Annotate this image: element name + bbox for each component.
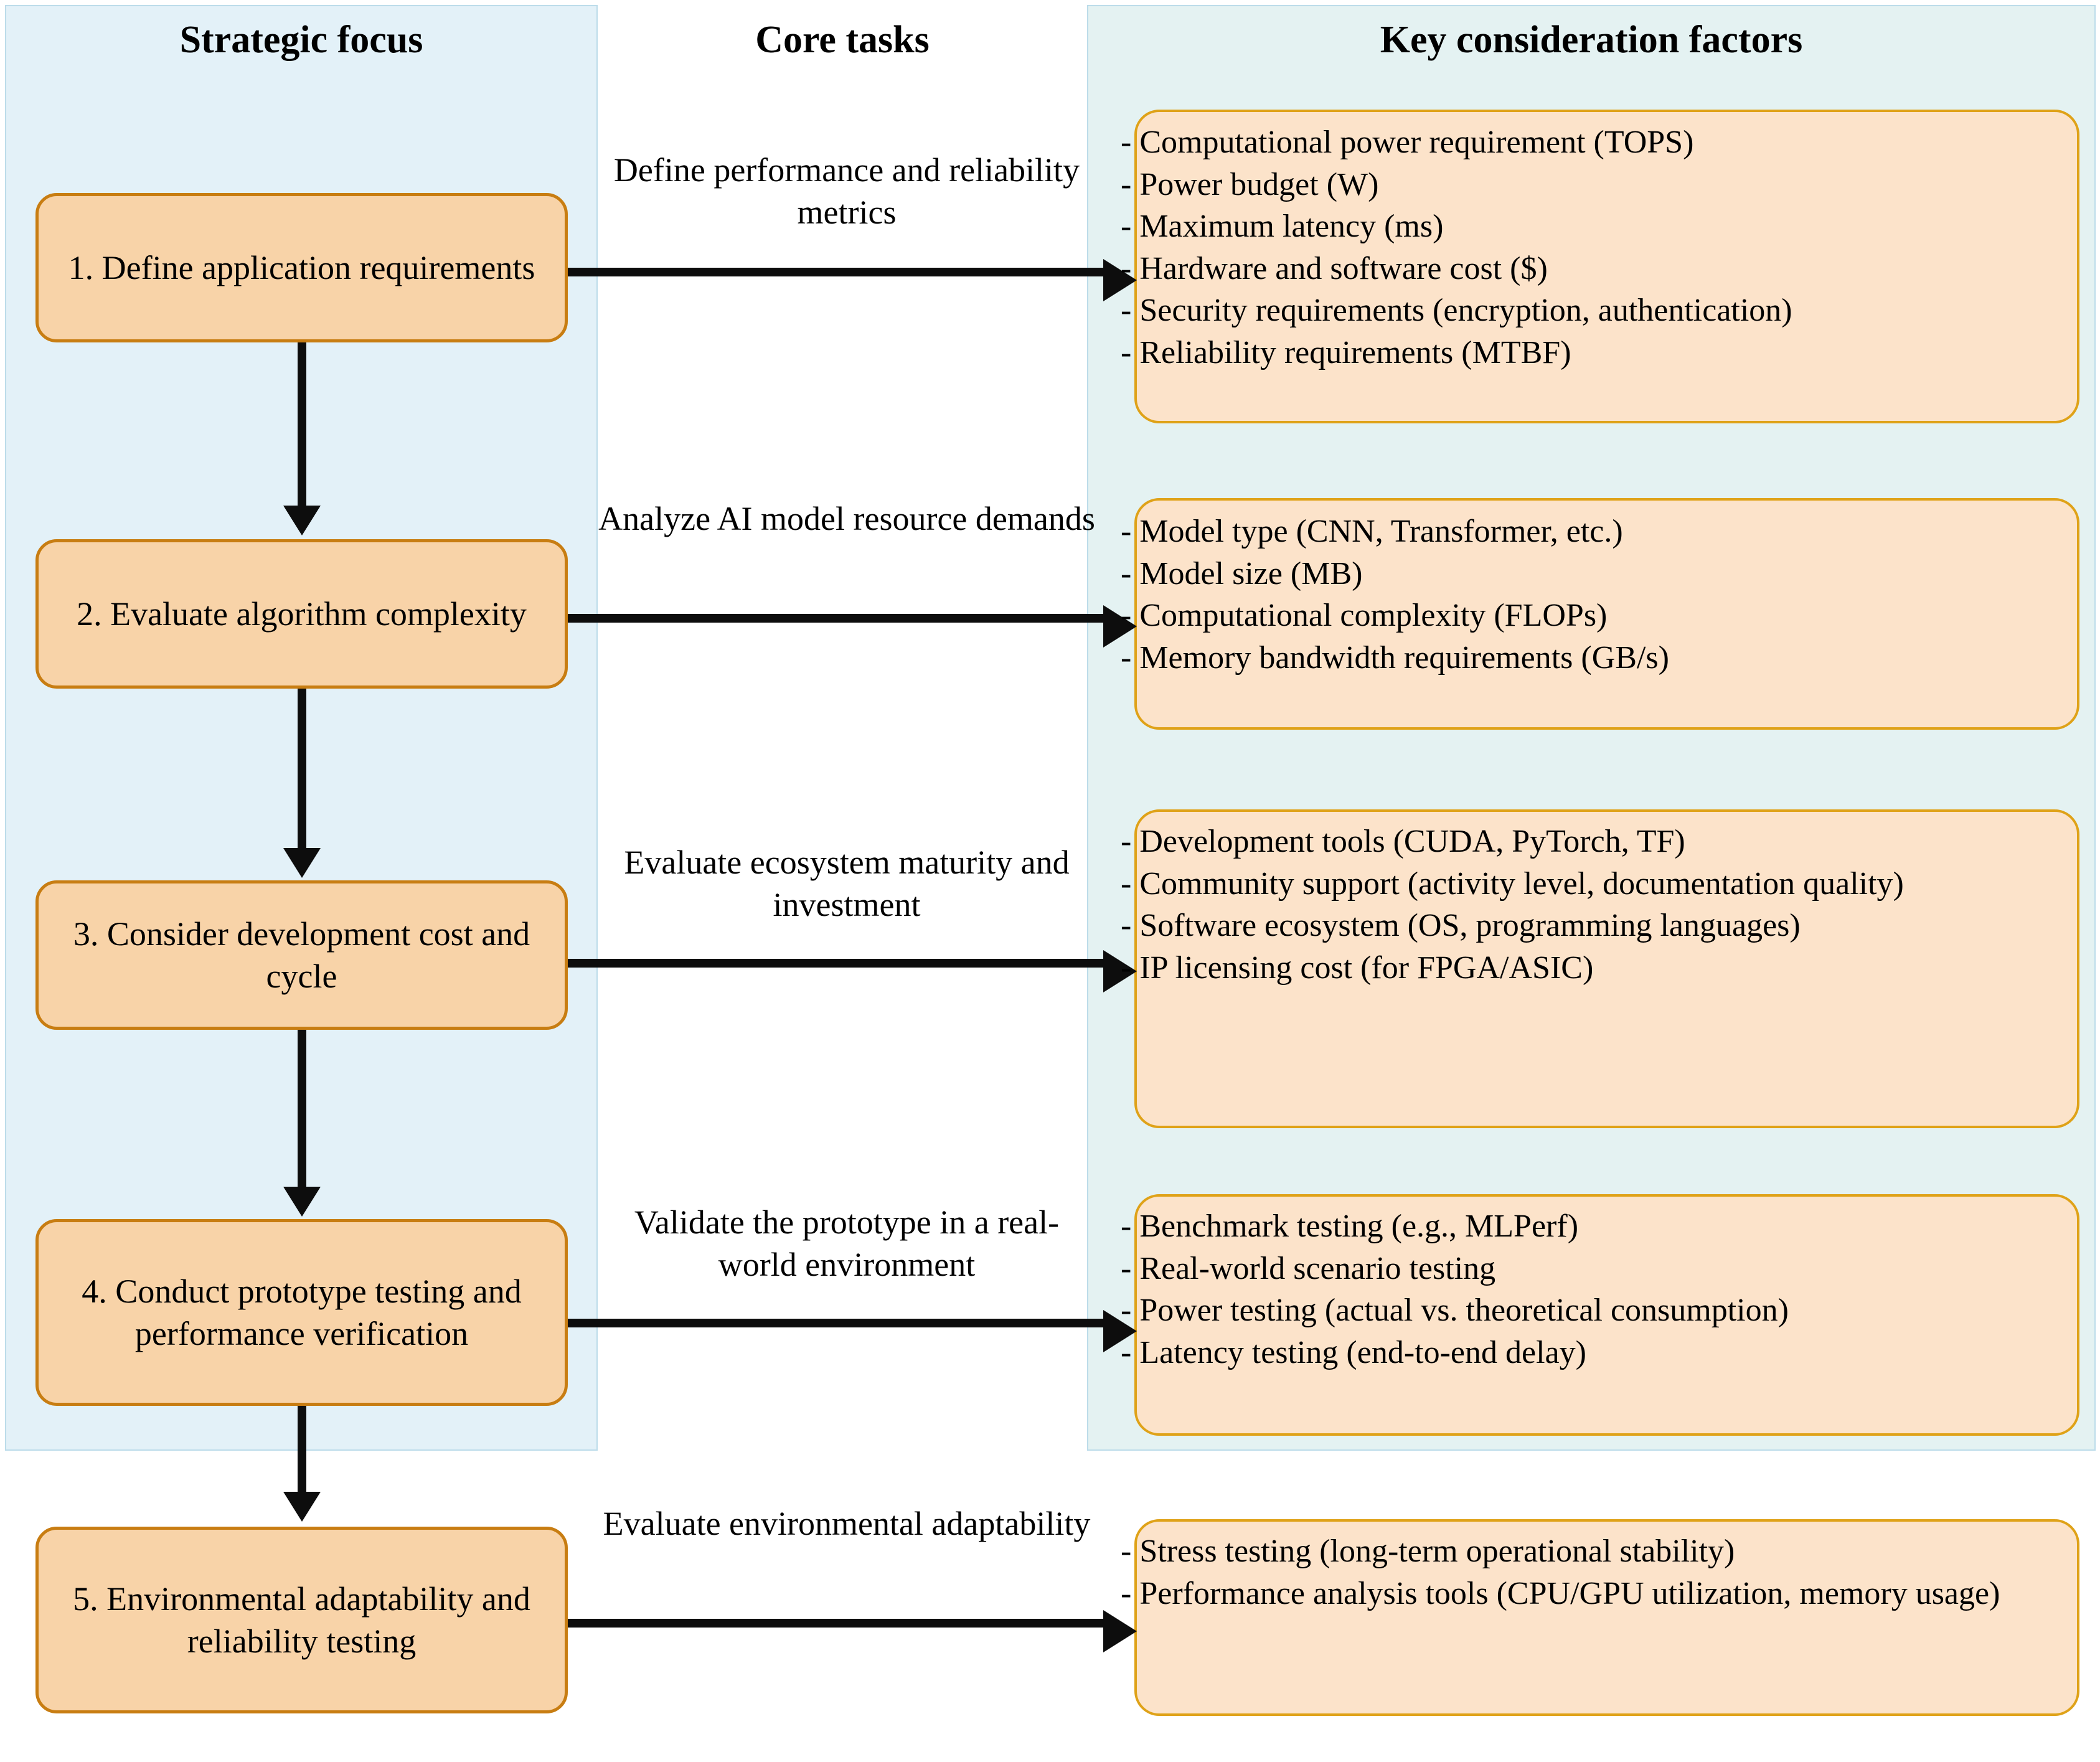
factor-item: - Software ecosystem (OS, programming la… (1121, 908, 1801, 944)
factor-item: - Power budget (W) (1121, 166, 1379, 202)
flow-arrowhead-down-3-4-icon (283, 1187, 321, 1217)
factor-item: - Memory bandwidth requirements (GB/s) (1121, 639, 1669, 676)
factor-item: - Latency testing (end-to-end delay) (1121, 1334, 1586, 1370)
factor-item: - Computational power requirement (TOPS) (1121, 125, 1694, 160)
flow-arrowhead-down-1-2-icon (283, 506, 321, 535)
focus-step-4-box[interactable]: 4. Conduct prototype testing and perform… (35, 1219, 568, 1406)
factor-item: - Reliability requirements (MTBF) (1121, 334, 1571, 370)
flow-arrowhead-right-row-2-icon (1103, 605, 1137, 648)
flow-connector-line-row-4 (568, 1319, 1108, 1327)
core-task-label-5: Evaluate environmental adaptability (603, 1505, 1091, 1542)
factor-item: - Maximum latency (ms) (1121, 209, 1444, 245)
column-header-core-tasks: Core tasks (755, 19, 930, 61)
flow-connector-line-row-5 (568, 1619, 1108, 1628)
core-task-label-4: Validate the prototype in a real-world e… (634, 1204, 1060, 1283)
factor-item: - Benchmark testing (e.g., MLPerf) (1121, 1208, 1579, 1244)
flow-arrowhead-right-row-1-icon (1103, 259, 1137, 301)
factor-item: - Real-world scenario testing (1121, 1250, 1496, 1286)
flow-arrowhead-right-row-5-icon (1103, 1610, 1137, 1652)
factor-list-5: - Stress testing (long-term operational … (1121, 1530, 2092, 1614)
factor-box-1[interactable] (1134, 110, 2079, 423)
factor-item: - Model size (MB) (1121, 555, 1363, 591)
factor-item: - Security requirements (encryption, aut… (1121, 293, 1792, 329)
factor-item: - Community support (activity level, doc… (1121, 865, 1904, 902)
factor-item: - Computational complexity (FLOPs) (1121, 598, 1608, 634)
factor-list-2: - Model type (CNN, Transformer, etc.) - M… (1121, 511, 2092, 679)
column-header-key-consideration-factors: Key consideration factors (1380, 19, 1803, 61)
flow-arrowhead-right-row-3-icon (1103, 950, 1137, 992)
factor-item: - Power testing (actual vs. theoretical … (1121, 1293, 1789, 1329)
flow-connector-line-4-5 (298, 1406, 306, 1498)
focus-step-2-box[interactable]: 2. Evaluate algorithm complexity (35, 539, 568, 689)
flow-arrowhead-right-row-4-icon (1103, 1310, 1137, 1352)
focus-step-1-box[interactable]: 1. Define application requirements (35, 193, 568, 342)
focus-step-3-box[interactable]: 3. Consider development cost and cycle (35, 880, 568, 1030)
factor-box-3[interactable] (1134, 809, 2079, 1128)
flow-connector-line-row-1 (568, 268, 1108, 276)
factor-list-4: - Benchmark testing (e.g., MLPerf) - Real… (1121, 1205, 2092, 1373)
core-task-label-3: Evaluate ecosystem maturity and investme… (624, 844, 1070, 923)
factor-item: - Development tools (CUDA, PyTorch, TF) (1121, 824, 1685, 859)
factor-item: - Hardware and software cost ($) (1121, 250, 1548, 286)
factor-item: - Stress testing (long-term operational … (1121, 1534, 1735, 1569)
factor-item: - Performance analysis tools (CPU/GPU ut… (1121, 1575, 2000, 1611)
flow-arrowhead-down-4-5-icon (283, 1492, 321, 1522)
factor-list-1: - Computational power requirement (TOPS)… (1121, 121, 2092, 374)
factor-item: - Model type (CNN, Transformer, etc.) (1121, 514, 1623, 549)
focus-step-5-box[interactable]: 5. Environmental adaptability and reliab… (35, 1527, 568, 1713)
column-header-strategic-focus: Strategic focus (179, 19, 423, 61)
flow-connector-line-row-3 (568, 959, 1108, 968)
factor-box-2[interactable] (1134, 498, 2079, 730)
factor-list-3: - Development tools (CUDA, PyTorch, TF) -… (1121, 821, 2092, 989)
flow-connector-line-3-4 (298, 1030, 306, 1192)
core-task-label-1: Define performance and reliability metri… (613, 151, 1080, 231)
core-task-label-2: Analyze AI model resource demands (598, 500, 1095, 537)
factor-box-5[interactable] (1134, 1519, 2079, 1716)
flow-connector-line-2-3 (298, 689, 306, 853)
flow-connector-line-1-2 (298, 342, 306, 509)
flow-arrowhead-down-2-3-icon (283, 848, 321, 878)
flow-connector-line-row-2 (568, 614, 1108, 623)
factor-item: - IP licensing cost (for FPGA/ASIC) (1121, 949, 1594, 986)
